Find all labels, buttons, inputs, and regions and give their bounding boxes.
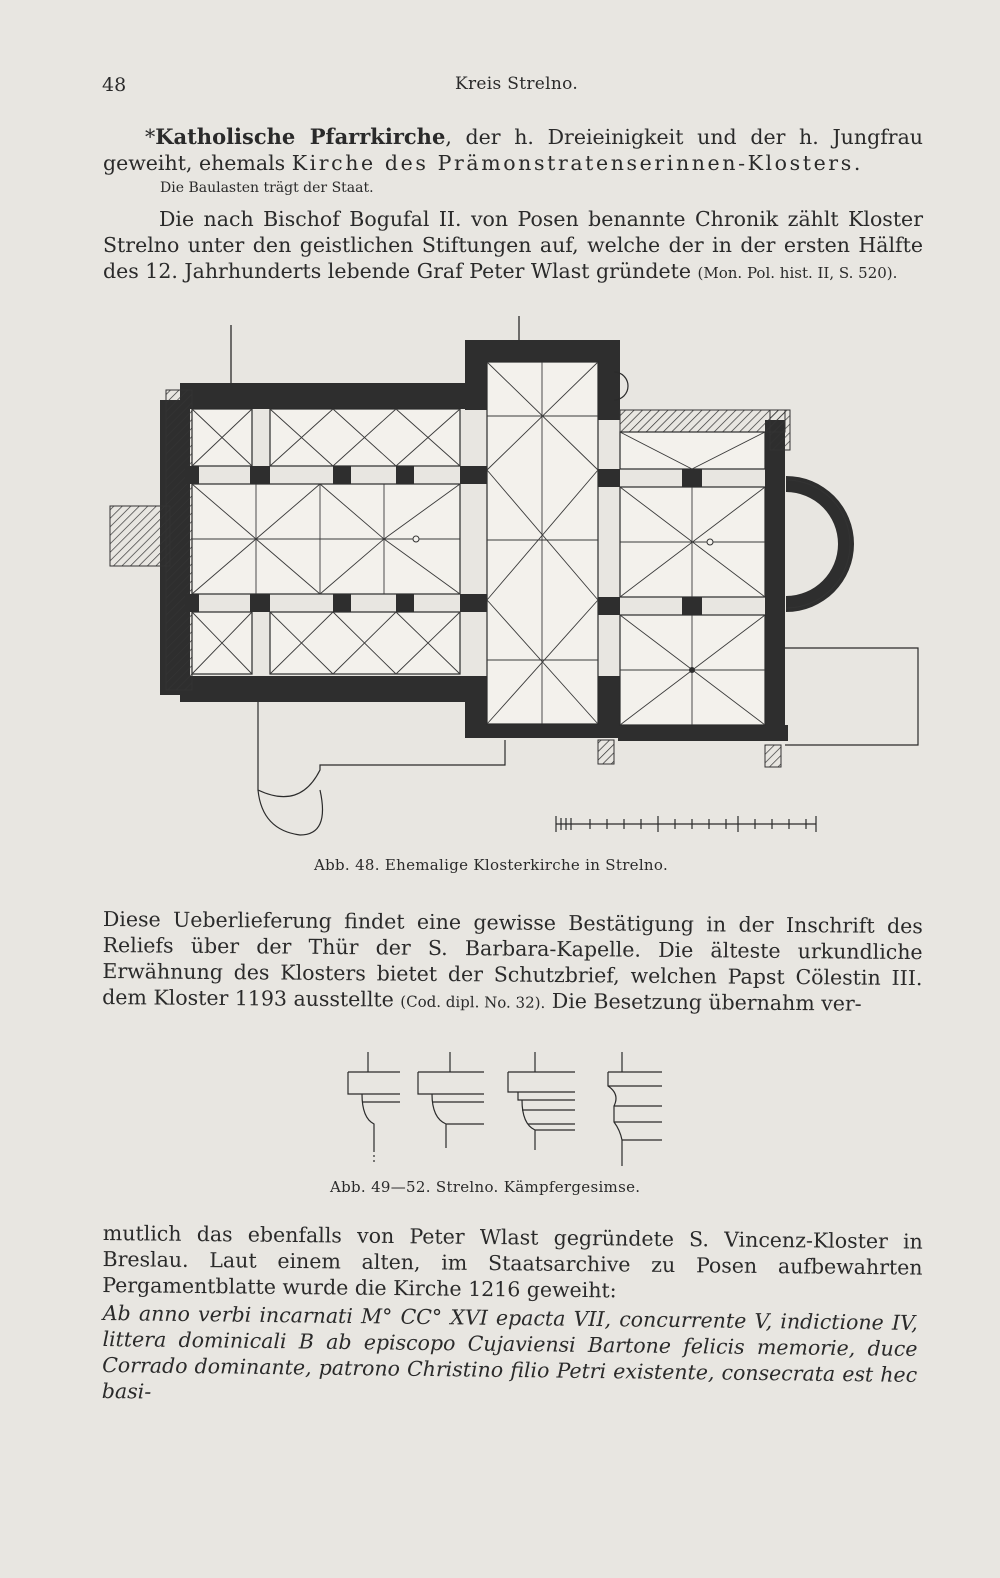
figure-49-52-caption: Abb. 49—52. Strelno. Kämpfergesimse. xyxy=(330,1178,641,1196)
citation: (Mon. Pol. hist. II, S. 520). xyxy=(697,264,898,282)
page-number: 48 xyxy=(102,74,127,96)
building-note: Die Baulasten trägt der Staat. xyxy=(160,180,374,196)
impost-profiles-figure xyxy=(347,1052,662,1166)
running-title: Kreis Strelno. xyxy=(455,74,579,94)
heading-rest: , der h. Dreieinigkeit und der h. Jungfr… xyxy=(103,125,923,175)
heading-mark: * xyxy=(145,125,156,149)
citation: (Cod. dipl. No. 32). xyxy=(400,992,546,1012)
paragraph-tradition-tail: Die Besetzung übernahm ver- xyxy=(545,988,862,1016)
section-heading: Katholische Pfarrkirche xyxy=(155,124,446,149)
paragraph-chronicle: Die nach Bischof Bogufal II. von Posen b… xyxy=(103,206,923,286)
heading-rest-spaced: Kirche des Prämonstratenserinnen-Kloster… xyxy=(291,151,863,175)
church-floor-plan xyxy=(109,316,919,836)
paragraph-chronicle-text: Die nach Bischof Bogufal II. von Posen b… xyxy=(103,207,923,283)
paragraph-tradition: Diese Ueberlieferung findet eine gewisse… xyxy=(102,906,923,1019)
latin-inscription: Ab anno verbi incarnati M° CC° XVI epact… xyxy=(101,1300,918,1404)
paragraph-consecration: mutlich das ebenfalls von Peter Wlast ge… xyxy=(102,1221,923,1303)
figure-48-caption: Abb. 48. Ehemalige Klosterkirche in Stre… xyxy=(314,856,669,874)
section-heading-paragraph: *Katholische Pfarrkirche, der h. Dreiein… xyxy=(103,124,923,176)
